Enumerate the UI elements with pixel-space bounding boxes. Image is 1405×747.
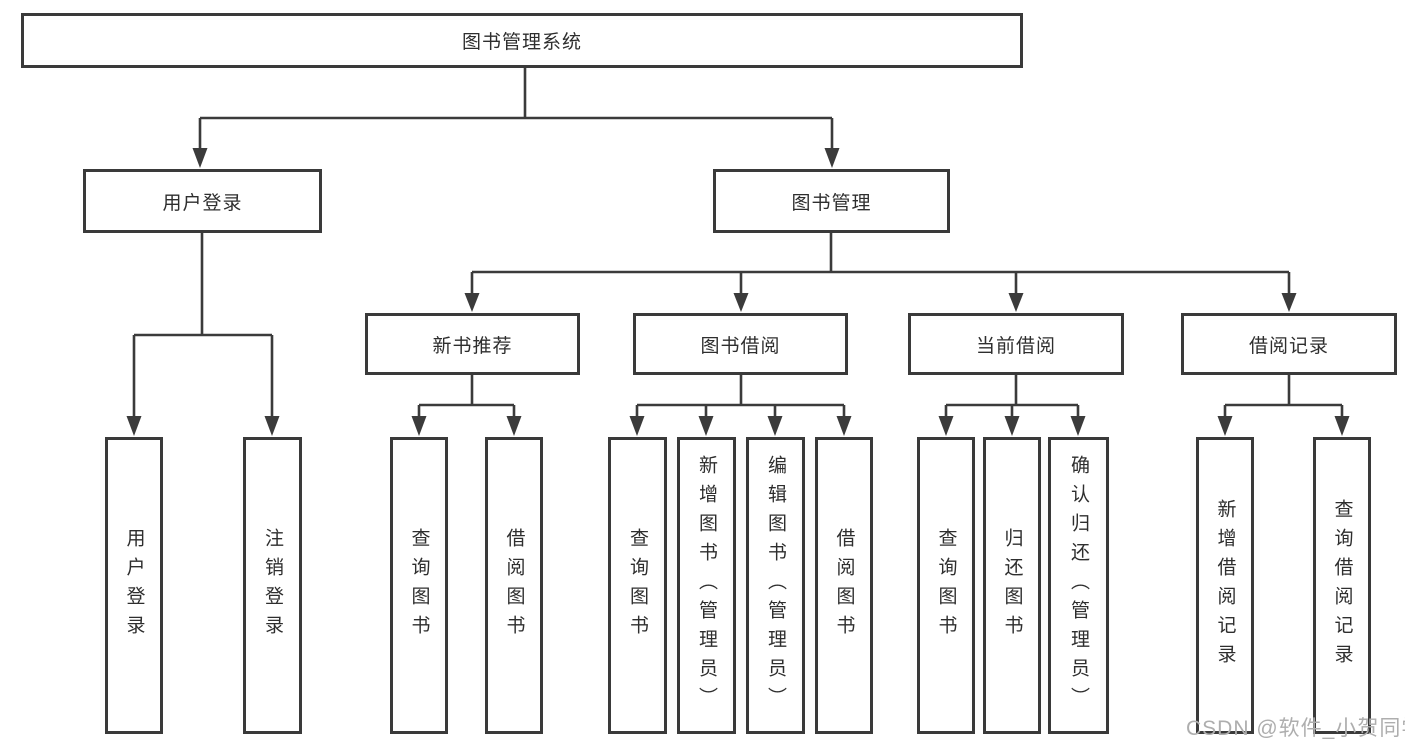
node-borrowing-records: 借阅记录 — [1181, 313, 1397, 375]
leaf-current-confirm-return-admin: 确认归还（管理员） — [1048, 437, 1109, 734]
leaf-borrow-edit-books-admin: 编辑图书（管理员） — [746, 437, 805, 734]
watermark: CSDN @软件_小贺同学 — [1186, 717, 1405, 740]
leaf-borrow-add-books-admin: 新增图书（管理员） — [677, 437, 736, 734]
node-user-login-branch: 用户登录 — [83, 169, 322, 233]
leaf-user-login: 用户登录 — [105, 437, 163, 734]
leaf-borrow-borrow-books: 借阅图书 — [815, 437, 873, 734]
leaf-logout: 注销登录 — [243, 437, 302, 734]
leaf-borrow-query-books: 查询图书 — [608, 437, 667, 734]
leaf-newbook-borrow-books: 借阅图书 — [485, 437, 543, 734]
leaf-newbook-query-books: 查询图书 — [390, 437, 448, 734]
node-current-borrowing: 当前借阅 — [908, 313, 1124, 375]
node-book-borrowing: 图书借阅 — [633, 313, 848, 375]
leaf-current-query-books: 查询图书 — [917, 437, 975, 734]
node-library-system: 图书管理系统 — [21, 13, 1023, 68]
node-new-book-recommend: 新书推荐 — [365, 313, 580, 375]
node-book-management: 图书管理 — [713, 169, 950, 233]
leaf-record-query-borrow-record: 查询借阅记录 — [1313, 437, 1371, 734]
leaf-current-return-books: 归还图书 — [983, 437, 1041, 734]
leaf-record-add-borrow-record: 新增借阅记录 — [1196, 437, 1254, 734]
